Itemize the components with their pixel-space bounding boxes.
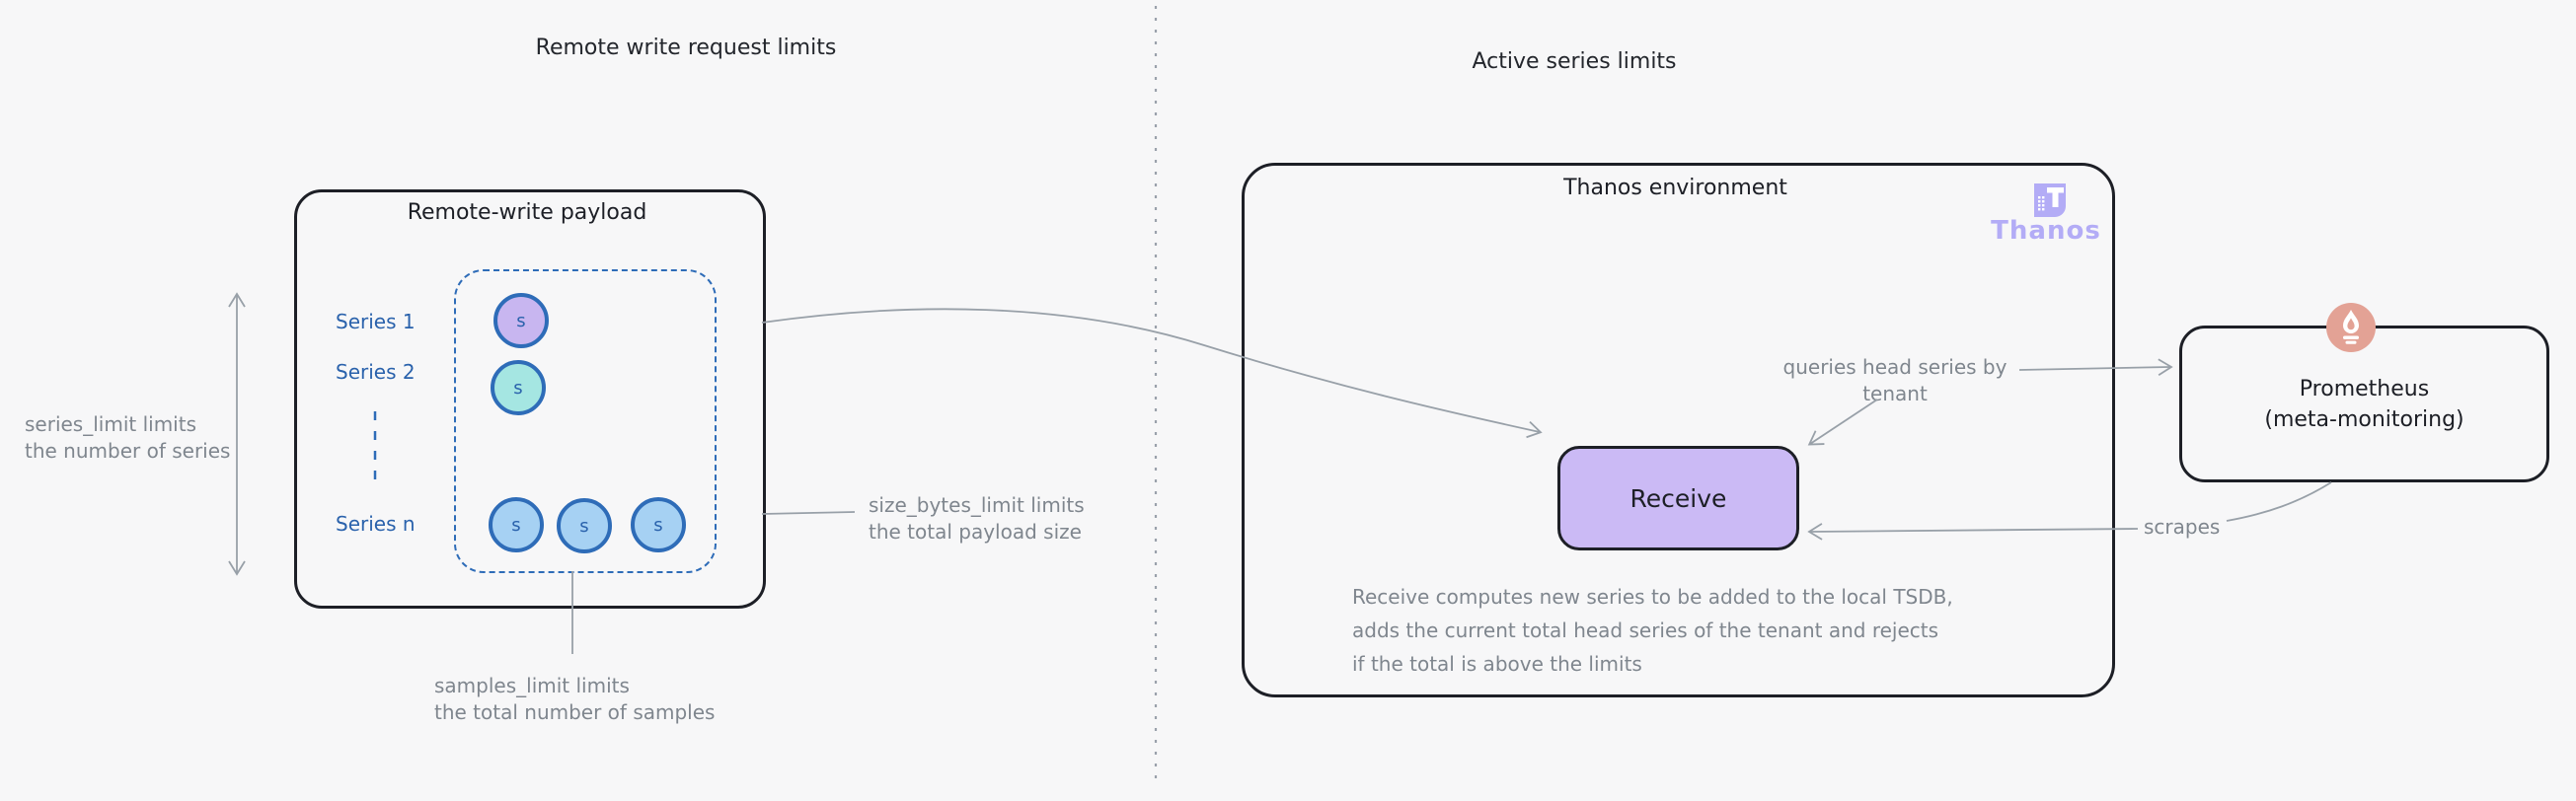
sample-circle: s: [557, 498, 612, 553]
prometheus-subtitle: (meta-monitoring): [2264, 406, 2464, 432]
scrapes-label: scrapes: [2144, 515, 2221, 539]
receive-box: Receive: [1557, 446, 1799, 550]
sample-letter: s: [579, 515, 589, 537]
series-limit-annotation-line1: series_limit limits: [25, 412, 196, 436]
samples-limit-annotation-line2: the total number of samples: [434, 700, 716, 724]
queries-annotation-line2: tenant: [1862, 382, 1928, 405]
sample-letter: s: [513, 377, 523, 399]
prometheus-icon: [2326, 303, 2376, 352]
payload-box-title: Remote-write payload: [407, 200, 647, 225]
queries-annotation: queries head series by tenant: [1772, 354, 2018, 407]
active-series-limits-title: Active series limits: [1472, 49, 1677, 74]
samples-group-dashed-box: [454, 269, 717, 573]
queries-annotation-line1: queries head series by: [1782, 355, 2008, 379]
series-row-label: Series 1: [336, 310, 416, 333]
sample-circle: s: [631, 497, 686, 552]
remote-write-limits-title: Remote write request limits: [535, 36, 837, 60]
series-row-label: Series 2: [336, 360, 416, 384]
thanos-environment-title: Thanos environment: [1563, 176, 1787, 200]
sample-circle: s: [491, 360, 546, 415]
sample-letter: s: [516, 310, 526, 331]
size-bytes-annotation-line2: the total payload size: [869, 520, 1082, 544]
series-limit-annotation-line2: the number of series: [25, 439, 231, 463]
size-bytes-annotation-line1: size_bytes_limit limits: [869, 493, 1085, 517]
receive-note-line2: adds the current total head series of th…: [1352, 619, 1939, 642]
receive-note-line1: Receive computes new series to be added …: [1352, 585, 1953, 609]
size-bytes-annotation: size_bytes_limit limits the total payloa…: [869, 492, 1085, 546]
prometheus-name: Prometheus: [2299, 376, 2430, 401]
thanos-logo-icon: [2030, 181, 2070, 220]
samples-limit-annotation-line1: samples_limit limits: [434, 674, 630, 697]
scrapes-curve: [2226, 481, 2332, 522]
series-limit-annotation: series_limit limits the number of series: [25, 411, 230, 465]
receive-note-line3: if the total is above the limits: [1352, 652, 1642, 676]
sample-circle: s: [489, 497, 544, 552]
series-row-label: Series n: [336, 512, 416, 536]
sample-letter: s: [653, 514, 663, 536]
samples-limit-annotation: samples_limit limits the total number of…: [434, 673, 715, 726]
sample-circle: s: [493, 293, 549, 348]
thanos-logo-label: Thanos: [1991, 216, 2101, 246]
size-bytes-connector-line: [761, 511, 856, 515]
receive-note: Receive computes new series to be added …: [1352, 580, 1953, 681]
receive-label: Receive: [1629, 483, 1727, 513]
sample-letter: s: [511, 514, 521, 536]
